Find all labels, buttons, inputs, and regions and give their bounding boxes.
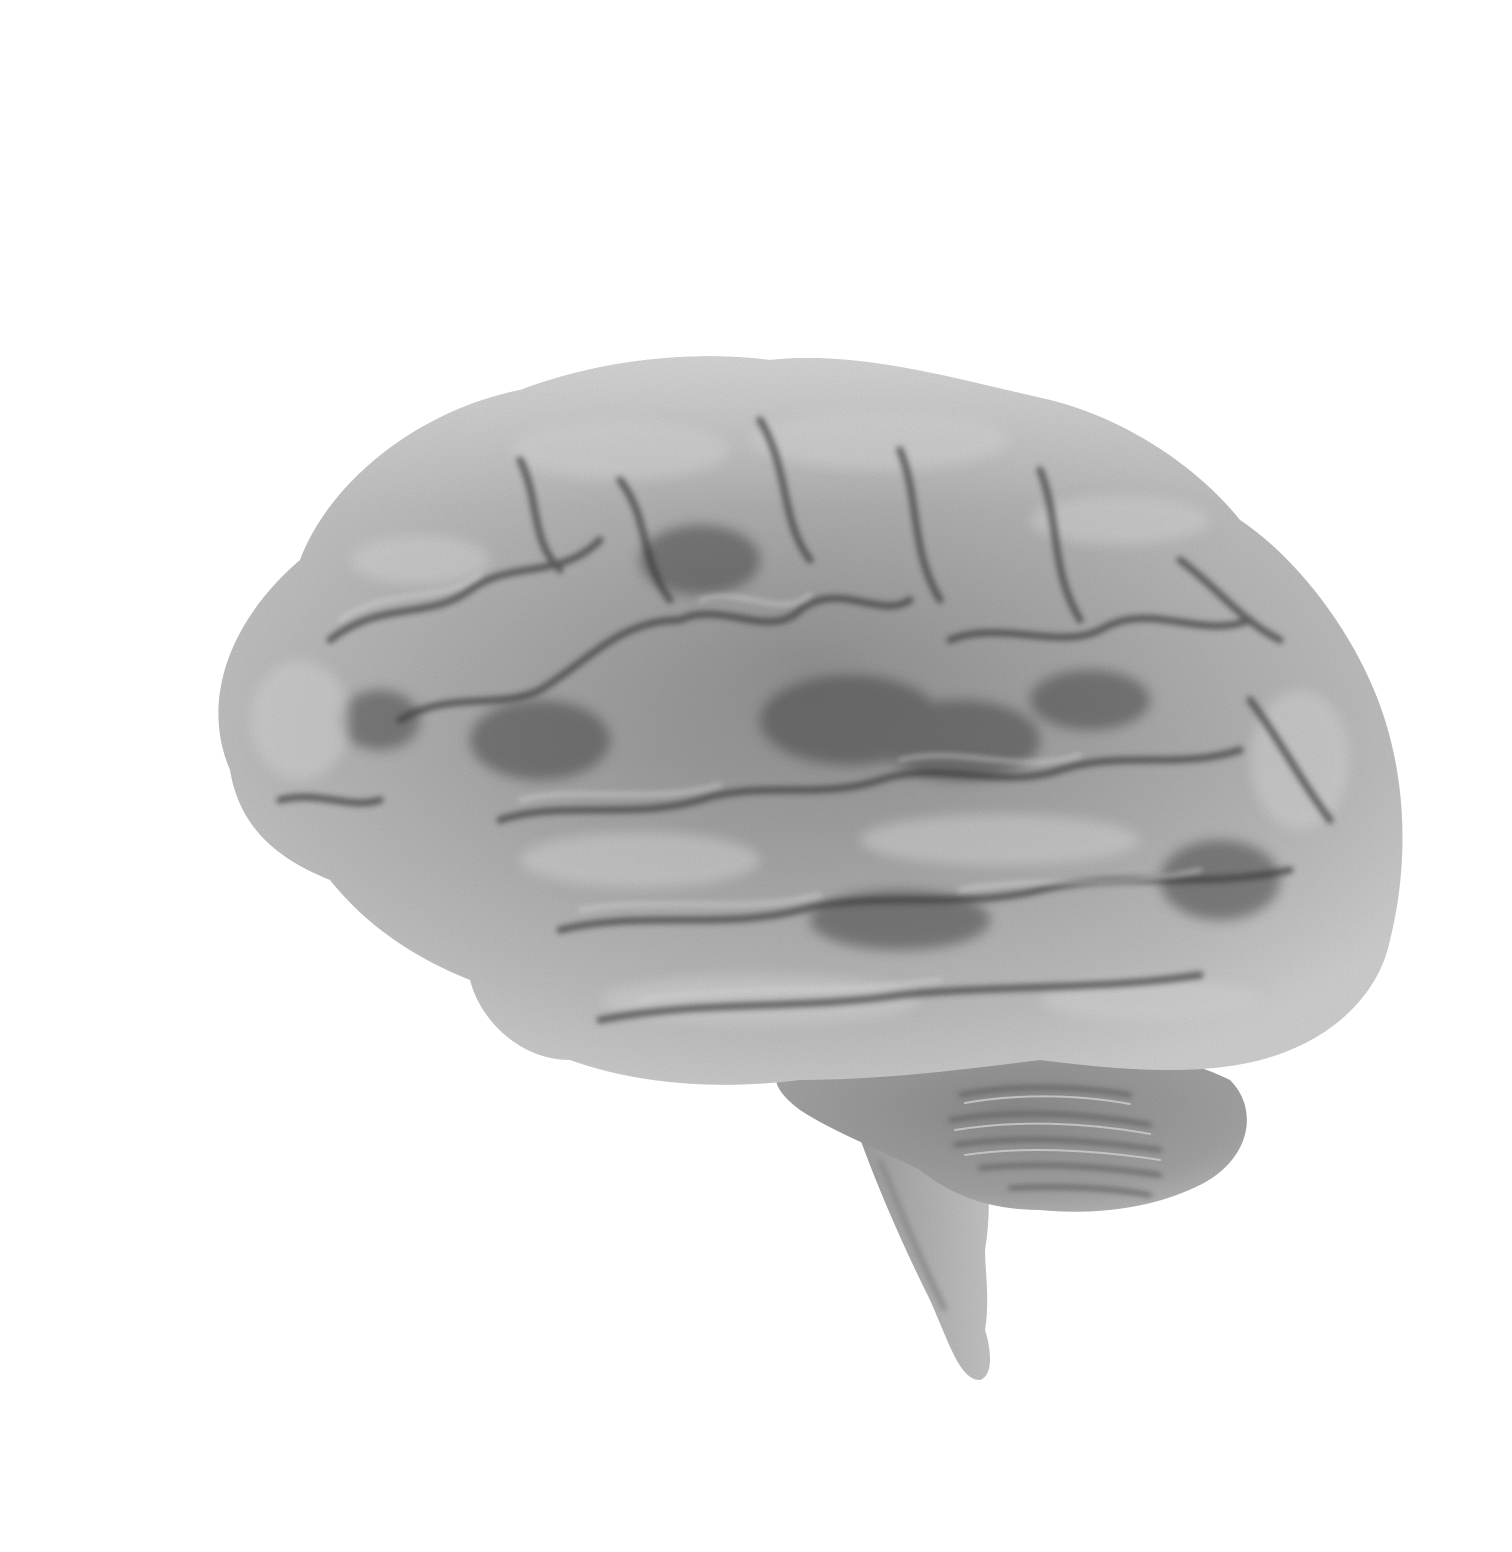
cerebellum-shape [776, 1040, 1247, 1212]
cerebrum-shape [218, 356, 1403, 1085]
